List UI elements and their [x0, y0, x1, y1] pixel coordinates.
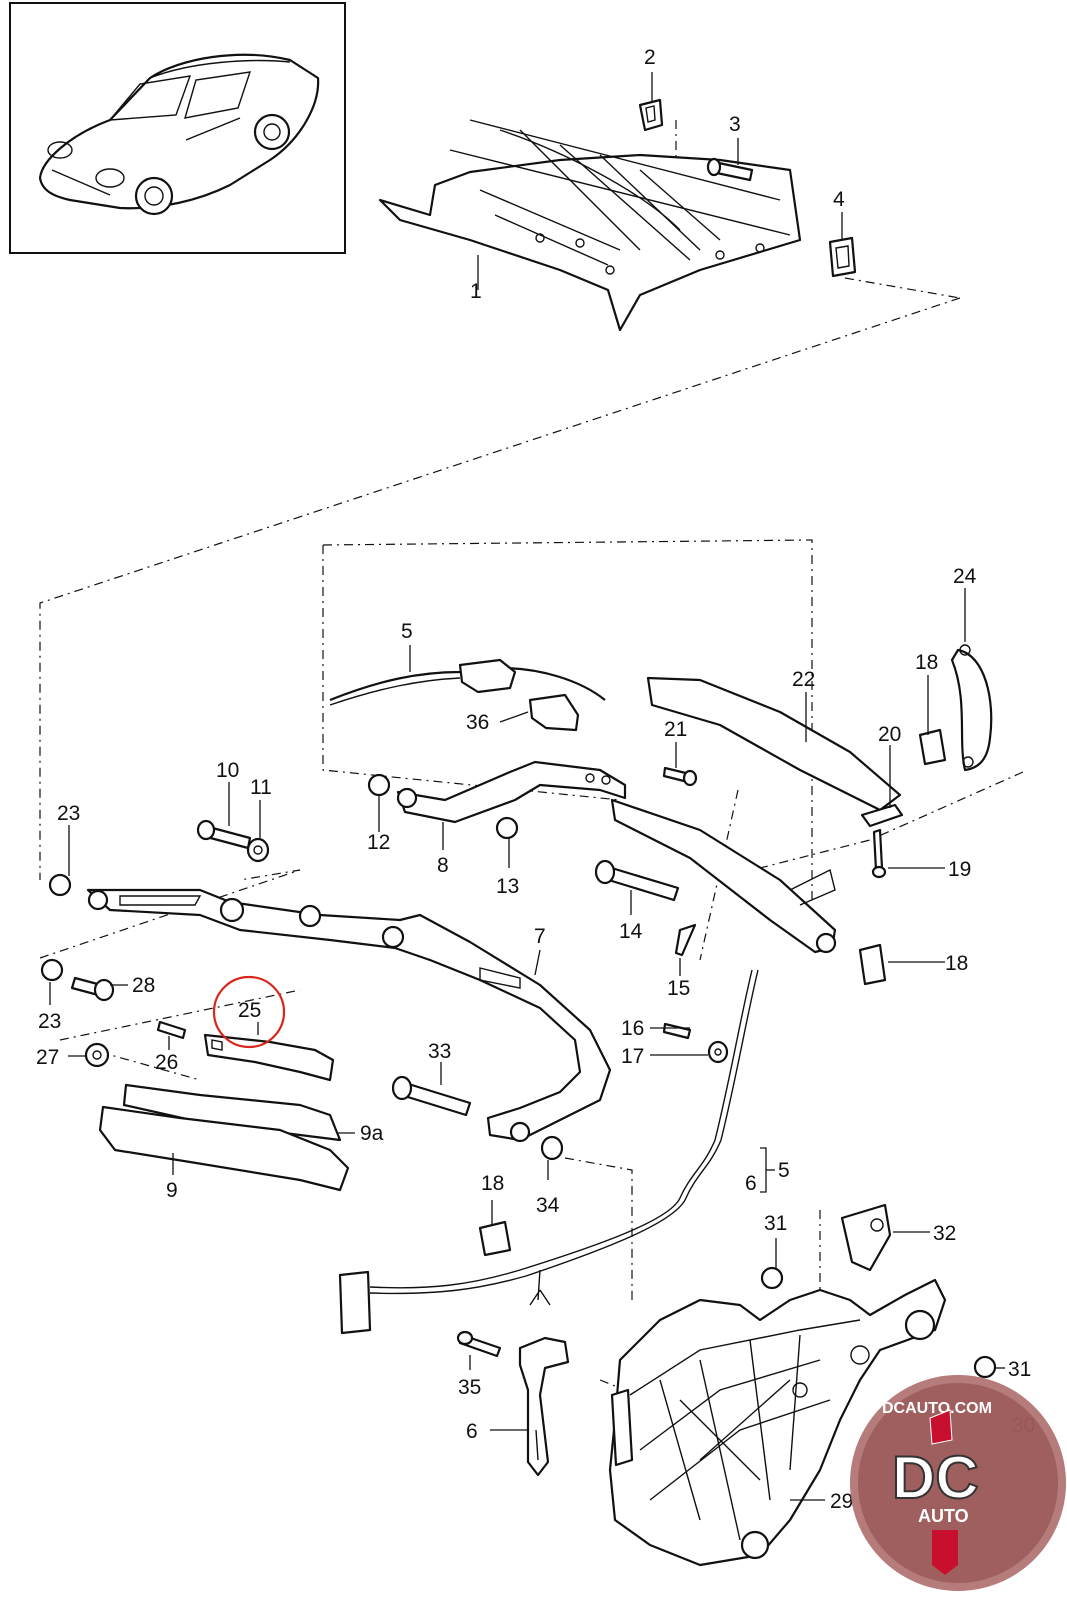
callout-28: 28: [132, 974, 155, 997]
part-15-screw: [674, 923, 697, 957]
callout-22: 22: [792, 668, 815, 691]
callout-23-upper: 23: [57, 802, 80, 825]
callout-18-right: 18: [945, 952, 968, 975]
callout-18-lower: 18: [481, 1172, 504, 1195]
part-3-pin: [706, 157, 754, 182]
callout-4: 4: [833, 188, 845, 211]
callout-20: 20: [878, 723, 901, 746]
part-2-clip: [638, 98, 664, 132]
part-1-top-frame: [378, 119, 802, 332]
part-9a-strip: [122, 1083, 342, 1142]
part-14-bolt: [594, 859, 680, 902]
part-18-clip-upper: [918, 728, 947, 766]
callout-11: 11: [250, 776, 272, 799]
part-8-arm: [396, 760, 627, 824]
callout-21: 21: [664, 718, 687, 741]
part-arm-right: [610, 798, 837, 954]
part-9-strip: [98, 1105, 350, 1192]
callout-6-cable: 6: [745, 1172, 757, 1195]
part-24-link: [950, 644, 993, 772]
leader-lines: [49, 72, 1005, 1501]
callout-9: 9: [166, 1179, 178, 1202]
callout-5-upper: 5: [401, 620, 413, 643]
part-22-strip: [646, 676, 902, 812]
part-18-clip-right: [858, 943, 887, 986]
part-19-screw: [871, 828, 887, 879]
part-26-screw: [156, 1020, 187, 1040]
part-7-main-arm: [86, 888, 612, 1143]
watermark-logo-sub: AUTO: [918, 1506, 969, 1526]
part-28-bolt: [70, 976, 115, 1002]
callout-24: 24: [953, 565, 977, 588]
part-27-washer: [84, 1042, 110, 1068]
part-35-screw: [456, 1330, 502, 1358]
watermark-site: DCAUTO.COM: [882, 1400, 992, 1417]
callout-26: 26: [155, 1051, 178, 1074]
part-6-cable: [338, 969, 759, 1335]
callout-19: 19: [948, 858, 971, 881]
part-16-screw: [662, 1022, 692, 1040]
callout-25: 25: [238, 999, 261, 1022]
part-36-bracket: [528, 693, 580, 732]
callout-17: 17: [621, 1045, 644, 1068]
highlight-circle-25: [212, 975, 286, 1049]
callout-6-sensor: 6: [466, 1420, 478, 1443]
part-6-sensor: [518, 1336, 570, 1477]
part-11-washer: [246, 837, 270, 863]
part-33-bolt: [391, 1075, 472, 1117]
dcauto-watermark-logo: DCAUTO.COM DC AUTO: [850, 1375, 1066, 1591]
watermark-logo-dc: DC: [892, 1444, 979, 1511]
part-21-screw: [662, 766, 698, 787]
part-4-clip: [828, 236, 857, 278]
part-31-nut-upper: [760, 1266, 784, 1290]
callout-27: 27: [36, 1046, 59, 1069]
part-10-bolt: [196, 819, 252, 850]
part-29-main-bracket: [608, 1278, 947, 1567]
part-25-bracket: [203, 1033, 335, 1082]
part-34-bushing: [540, 1135, 564, 1161]
part-17-washer: [707, 1040, 729, 1064]
callout-31-right: 31: [1008, 1358, 1031, 1381]
callout-15: 15: [667, 977, 690, 1000]
part-18-clip-lower: [478, 1220, 512, 1257]
callout-29: 29: [830, 1490, 853, 1513]
part-23-nut-lower: [40, 958, 64, 982]
part-31-nut-right: [973, 1355, 997, 1379]
callout-5-bracket: 5: [778, 1159, 790, 1182]
callout-7: 7: [534, 925, 546, 948]
part-12-bushing: [367, 773, 391, 797]
part-20-plate: [860, 803, 904, 828]
callout-23-lower: 23: [38, 1010, 61, 1033]
callout-8: 8: [437, 854, 449, 877]
callout-13: 13: [496, 875, 519, 898]
callout-36: 36: [466, 711, 489, 734]
callout-10: 10: [216, 759, 239, 782]
callout-16: 16: [621, 1017, 644, 1040]
callout-1: 1: [470, 280, 482, 303]
callout-31-upper: 31: [764, 1212, 787, 1235]
callout-18-upper: 18: [915, 651, 938, 674]
car-icon: [38, 53, 320, 216]
callout-14: 14: [619, 920, 643, 943]
part-23-nut-upper: [48, 873, 72, 897]
part-5-cable: [329, 658, 606, 706]
part-32-bracket: [840, 1203, 892, 1272]
callout-35: 35: [458, 1376, 481, 1399]
callout-9a: 9a: [360, 1122, 384, 1145]
callout-32: 32: [933, 1222, 956, 1245]
callout-33: 33: [428, 1040, 451, 1063]
vehicle-thumbnail: [9, 2, 346, 254]
part-13-bushing: [495, 816, 519, 840]
callout-34: 34: [536, 1194, 560, 1217]
callout-12: 12: [367, 831, 390, 854]
callout-2: 2: [644, 46, 656, 69]
callout-3: 3: [729, 113, 741, 136]
